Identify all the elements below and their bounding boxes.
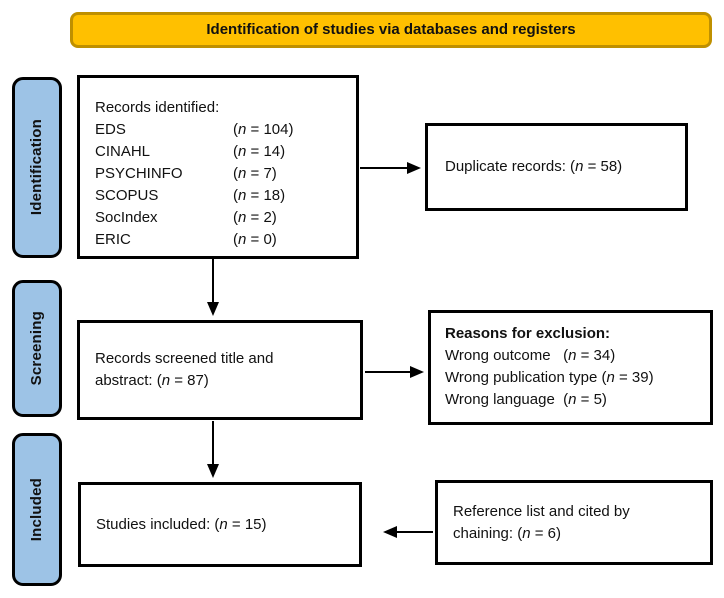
source-row: ERIC (n = 0) — [95, 229, 346, 251]
source-count: (n = 18) — [233, 187, 286, 204]
stage-included: Included — [12, 433, 62, 586]
duplicate-records-box: Duplicate records: (n = 58) — [425, 123, 688, 211]
source-count: (n = 7) — [233, 165, 277, 182]
source-name: EDS — [95, 121, 126, 138]
source-count: (n = 104) — [233, 121, 294, 138]
records-identified-title: Records identified: — [95, 99, 220, 116]
source-name: SCOPUS — [95, 187, 159, 204]
records-screened-text: Records screened title and abstract: (n … — [95, 350, 274, 389]
stage-identification: Identification — [12, 77, 62, 258]
source-row: CINAHL (n = 14) — [95, 141, 346, 163]
source-count: (n = 14) — [233, 143, 286, 160]
records-screened-box: Records screened title and abstract: (n … — [77, 320, 363, 420]
arrow-screened-to-included — [207, 421, 219, 478]
stage-screening: Screening — [12, 280, 62, 417]
source-name: ERIC — [95, 231, 131, 248]
stage-screening-label: Screening — [28, 311, 45, 386]
arrow-records-to-screened — [207, 259, 219, 316]
source-count: (n = 0) — [233, 231, 277, 248]
exclusion-reason: Wrong publication type (n = 39) — [445, 369, 654, 386]
stage-identification-label: Identification — [28, 119, 45, 216]
header-banner: Identification of studies via databases … — [70, 12, 712, 48]
records-identified-box: Records identified: EDS (n = 104) CINAHL… — [77, 75, 359, 259]
exclusion-reasons-box: Reasons for exclusion: Wrong outcome (n … — [428, 310, 713, 425]
exclusion-reason: Wrong language (n = 5) — [445, 391, 607, 408]
exclusion-reason: Wrong outcome (n = 34) — [445, 347, 616, 364]
source-name: CINAHL — [95, 143, 151, 160]
reference-list-text: Reference list and cited by chaining: (n… — [453, 502, 630, 542]
studies-included-box: Studies included: (n = 15) — [78, 482, 362, 567]
studies-included-text: Studies included: (n = 15) — [96, 515, 267, 533]
source-row: PSYCHINFO (n = 7) — [95, 163, 346, 185]
source-name: PSYCHINFO — [95, 165, 183, 182]
source-name: SocIndex — [95, 209, 158, 226]
reference-list-box: Reference list and cited by chaining: (n… — [435, 480, 713, 565]
source-row: EDS (n = 104) — [95, 119, 346, 141]
stage-included-label: Included — [28, 477, 45, 542]
header-title: Identification of studies via databases … — [206, 21, 576, 38]
exclusion-reasons-title: Reasons for exclusion: — [445, 325, 611, 342]
source-row: SocIndex (n = 2) — [95, 207, 346, 229]
source-row: SCOPUS (n = 18) — [95, 185, 346, 207]
arrow-screened-to-exclusion — [365, 366, 424, 378]
arrow-records-to-duplicates — [360, 162, 421, 174]
duplicate-records-text: Duplicate records: (n = 58) — [445, 158, 623, 175]
source-count: (n = 2) — [233, 209, 277, 226]
arrow-reference-to-included — [383, 526, 433, 538]
